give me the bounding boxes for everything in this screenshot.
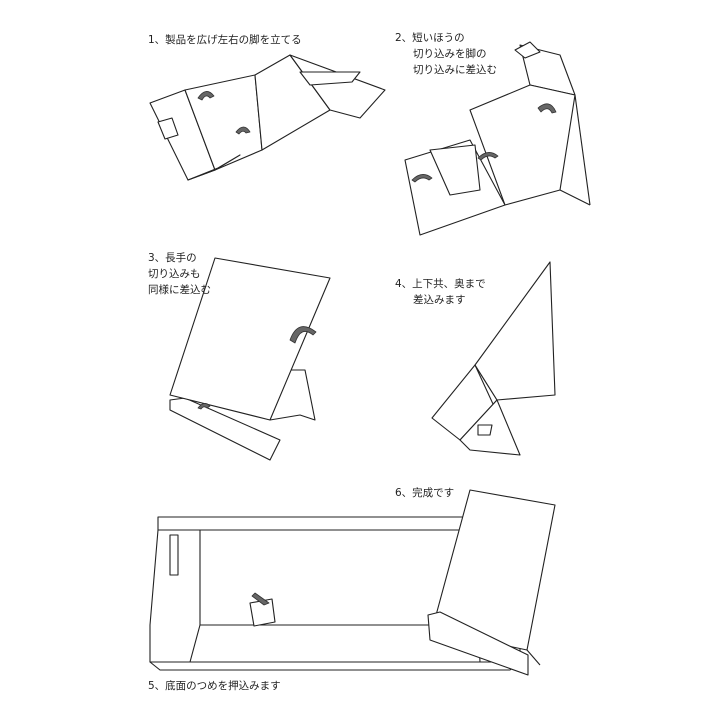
step-5-caption: 5、底面のつめを押込みます <box>148 678 281 694</box>
step-3-illustration <box>169 257 331 461</box>
step-4-line: 差込みます <box>413 294 466 306</box>
arrow-icon <box>235 126 251 135</box>
step-1-caption: 1、製品を広げ左右の脚を立てる <box>148 32 302 48</box>
step-4-line: 4、上下共、奥まで <box>395 278 486 290</box>
step-2-line: 2、短いほうの <box>395 32 465 44</box>
step-1-illustration <box>149 54 386 181</box>
arrow-icon <box>197 403 211 410</box>
arrow-icon <box>251 592 270 606</box>
arrow-icon <box>197 91 215 101</box>
step-4-caption: 4、上下共、奥まで 差込みます <box>395 276 486 308</box>
step-2-illustration <box>404 41 591 236</box>
step-6-illustration <box>427 489 556 676</box>
step-2-caption: 2、短いほうの 切り込みを脚の 切り込みに差込む <box>395 30 497 78</box>
arrow-icon <box>411 174 433 183</box>
step-6-caption: 6、完成です <box>395 485 454 501</box>
step-3-caption: 3、長手の 切り込みも 同様に差込む <box>148 250 211 298</box>
step-4-illustration <box>431 261 556 456</box>
arrow-icon <box>289 326 317 344</box>
arrow-icon <box>537 103 557 114</box>
step-2-line: 切り込みに差込む <box>413 64 497 76</box>
step-3-line: 同様に差込む <box>148 284 211 296</box>
step-5-line: 5、底面のつめを押込みます <box>148 680 281 692</box>
step-3-line: 切り込みも <box>148 268 201 280</box>
step-2-line: 切り込みを脚の <box>413 48 487 60</box>
step-3-line: 3、長手の <box>148 252 197 264</box>
step-1-line: 1、製品を広げ左右の脚を立てる <box>148 34 302 46</box>
step-6-line: 6、完成です <box>395 487 455 499</box>
arrow-icon <box>477 152 499 161</box>
